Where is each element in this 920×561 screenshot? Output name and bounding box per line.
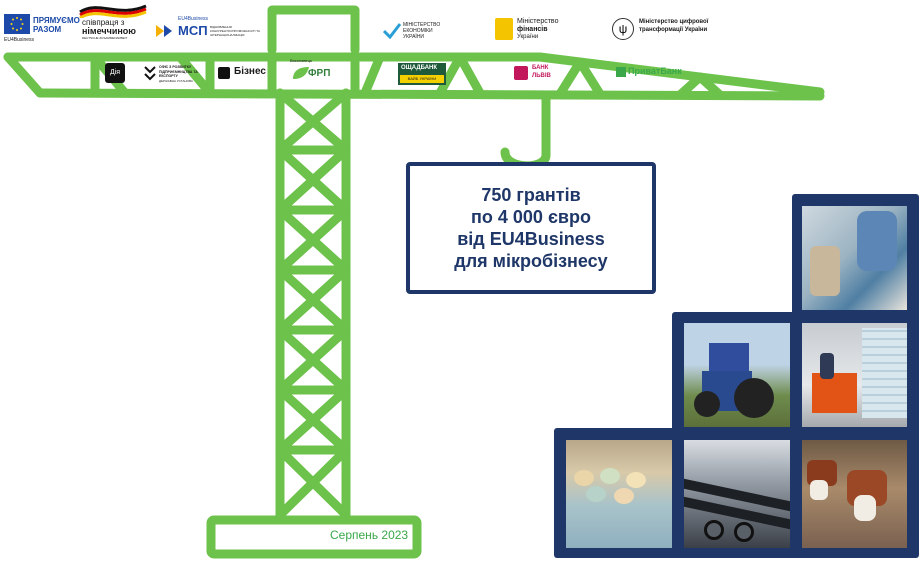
photo-dentist	[802, 206, 907, 310]
finance-line2: фінансів	[517, 26, 548, 33]
office-sub: ДЕРЖАВНА УСТАНОВА	[159, 79, 193, 83]
lviv-line1: БАНК	[532, 65, 549, 71]
privat-icon	[616, 67, 626, 77]
msp-arrows-icon	[156, 25, 172, 37]
frp-text: ФРП	[308, 68, 331, 79]
biznes-text: Бізнес	[234, 66, 266, 77]
oschad-text: ОЩАДБАНК	[401, 65, 438, 71]
germany-flag-ribbon-icon	[79, 4, 147, 18]
lviv-line2: ЛЬВІВ	[532, 73, 551, 79]
eu-flag-icon	[4, 14, 30, 34]
finance-logo: Міністерство фінансів України	[495, 16, 575, 42]
grant-sign: 750 грантів по 4 000 євро від EU4Busines…	[406, 162, 656, 294]
sign-line4: для мікробізнесу	[454, 251, 608, 271]
msp-small: EU4Business	[178, 16, 209, 22]
digital-text: Міністерство цифрової трансформації Укра…	[639, 19, 709, 33]
economy-check-icon	[383, 23, 401, 39]
diia-biznes-logo: Бізнес	[218, 65, 270, 81]
photo-forklift	[802, 323, 907, 427]
office-text: ОФІС З РОЗВИТКУ ПІДПРИЄМНИЦТВА ТА ЕКСПОР…	[159, 65, 198, 78]
privat-text: ПриватБанк	[628, 66, 682, 76]
photo-tractor	[684, 323, 790, 427]
msp-desc: ВІДНОВЛЕННЯ КОНКУРЕНТОСПРОМОЖНОСТІ ТА ІН…	[210, 25, 261, 37]
photo-eggs	[566, 440, 672, 548]
germany-line2: німеччиною	[82, 26, 136, 36]
office-logo: ОФІС З РОЗВИТКУ ПІДПРИЄМНИЦТВА ТА ЕКСПОР…	[144, 64, 204, 84]
germany-logo: співпраця з німеччиною DEUTSCHE ZUSAMMEN…	[78, 2, 150, 40]
diia-mini-icon	[218, 67, 230, 79]
finance-trident-icon	[495, 18, 513, 40]
bank-lviv-logo: БАНК ЛЬВІВ	[514, 64, 564, 84]
sign-line1: 750 грантів	[481, 185, 581, 205]
frp-top: Виконавець	[290, 58, 313, 63]
eu-logo: ПРЯМУЄМО РАЗОМ EU4Business	[4, 14, 80, 44]
photo-cows	[802, 440, 907, 548]
trident-icon: ψ	[612, 18, 634, 40]
finance-line3: України	[517, 34, 539, 40]
office-chevrons-icon	[144, 66, 156, 81]
diia-text: Дія	[109, 69, 121, 76]
oschad-sub: ВАЙБ УКРАЇНИ	[407, 76, 437, 81]
date-label: Серпень 2023	[330, 528, 409, 542]
privatbank-logo: ПриватБанк	[616, 66, 690, 80]
digital-logo: ψ Міністерство цифрової трансформації Ук…	[612, 16, 722, 42]
photo-pipes	[684, 440, 790, 548]
oschadbank-logo: ОЩАДБАНК ВАЙБ УКРАЇНИ	[398, 63, 446, 85]
frp-leaf-icon	[293, 67, 309, 79]
msp-big: МСП	[178, 23, 208, 38]
msp-logo: EU4Business МСП ВІДНОВЛЕННЯ КОНКУРЕНТОСП…	[156, 16, 266, 40]
lviv-lion-icon	[514, 66, 528, 80]
eu-label: ПРЯМУЄМО РАЗОМ	[33, 16, 80, 34]
eu-sub: EU4Business	[4, 37, 35, 43]
germany-line1: співпраця з	[82, 18, 125, 27]
diia-logo: Дія	[105, 63, 125, 83]
sign-line2: по 4 000 євро	[471, 207, 591, 227]
germany-line3: DEUTSCHE ZUSAMMENARBEIT	[82, 36, 128, 40]
sign-line3: від EU4Business	[457, 229, 605, 249]
economy-text: МІНІСТЕРСТВО ЕКОНОМІКИ УКРАЇНИ	[403, 22, 441, 40]
frp-logo: Виконавець ФРП	[290, 58, 340, 88]
economy-logo: МІНІСТЕРСТВО ЕКОНОМІКИ УКРАЇНИ	[383, 20, 463, 42]
oschad-sub-bar: ВАЙБ УКРАЇНИ	[400, 75, 444, 83]
finance-line1: Міністерство	[517, 18, 559, 25]
